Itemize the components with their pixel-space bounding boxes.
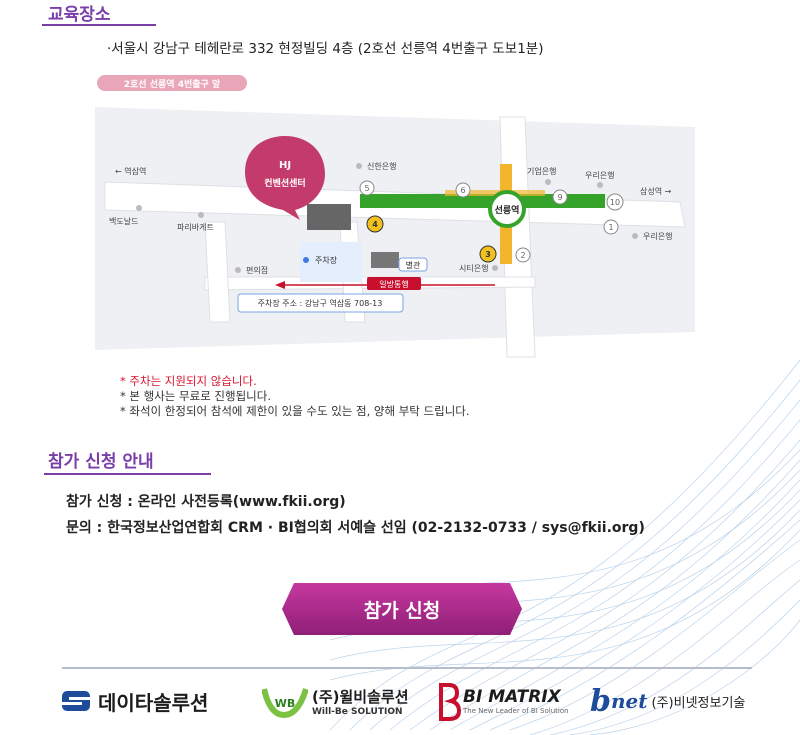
- exit-5: 5: [364, 184, 369, 193]
- willbe-name-en: Will-Be SOLUTION: [312, 706, 403, 717]
- data-solution-mark-icon: [62, 691, 90, 711]
- annex-building: [371, 252, 399, 268]
- apply-title-underline: [44, 473, 211, 475]
- subway-line-2: [360, 194, 605, 208]
- one-way-label: 일방통행: [379, 279, 408, 289]
- willbe-mark-icon: WB: [262, 688, 308, 719]
- label-samseong: 삼성역 →: [640, 186, 672, 196]
- bimatrix-mark-icon: [439, 683, 461, 721]
- exit-3: 3: [485, 250, 491, 259]
- exit-10: 10: [610, 198, 620, 207]
- arrow-left-icon: ←: [115, 167, 124, 176]
- willbe-name-ko: (주)윌비솔루션: [312, 687, 409, 706]
- one-way-arrow: 일방통행: [275, 277, 495, 290]
- arrow-right-icon: →: [662, 187, 672, 196]
- exit-2: 2: [520, 251, 525, 260]
- venue-building: [307, 204, 351, 230]
- station-marker: 선릉역: [488, 190, 526, 228]
- label-convenience: 편의점: [246, 265, 268, 275]
- label-woori-top: 우리은행: [585, 170, 614, 180]
- bnet-word: net: [610, 689, 648, 713]
- apply-button[interactable]: 참가 신청: [282, 583, 522, 635]
- venue-pin-name: 컨벤션센터: [264, 177, 305, 189]
- exit-markers: 5 4 6 9 10 1 2 3: [359, 180, 624, 263]
- venue-address: ·서울시 강남구 테헤란로 332 현정빌딩 4층 (2호선 선릉역 4번출구 …: [107, 41, 544, 57]
- label-paris: 파리바게트: [177, 222, 214, 232]
- venue-pin-logo: HJ: [279, 160, 291, 171]
- venue-pin: HJ 컨벤션센터: [245, 136, 325, 220]
- map-badge-text: 2호선 선릉역 4번출구 앞: [124, 78, 221, 90]
- apply-registration-info: 참가 신청 : 온라인 사전등록(www.fkii.org): [66, 494, 346, 510]
- label-yeoksam: ← 역삼역: [115, 166, 146, 176]
- station-name: 선릉역: [495, 204, 520, 216]
- label-baskin: 백도날드: [109, 216, 138, 226]
- parking-area: [300, 242, 362, 282]
- data-solution-name: 데이타솔루션: [98, 690, 209, 715]
- note-seating: * 좌석이 한정되어 참석에 제한이 있을 수도 있는 점, 양해 부탁 드립니…: [120, 404, 470, 418]
- label-citi: 시티은행: [459, 263, 488, 273]
- parking-address: 주차장 주소 : 강남구 역삼동 708-13: [258, 298, 383, 308]
- parking-label: 주차장: [315, 255, 338, 265]
- education-section-title: 교육장소: [48, 5, 111, 25]
- footer-divider: [62, 667, 752, 669]
- label-ibk: 기업은행: [527, 166, 556, 176]
- apply-contact-info: 문의 : 한국정보산업연합회 CRM · BI협의회 서예슬 선임 (02-21…: [66, 520, 645, 536]
- bnet-company: (주)비넷정보기술: [651, 695, 746, 711]
- logo-data-solution: 데이타솔루션: [62, 676, 208, 726]
- exit-1: 1: [608, 223, 613, 232]
- logo-willbe: WB (주)윌비솔루션 Will-Be SOLUTION: [262, 676, 409, 726]
- label-woori-bottom: 우리은행: [643, 231, 672, 241]
- bimatrix-name: BI MATRIX: [463, 687, 561, 707]
- bimatrix-tagline: The New Leader of BI Solution: [463, 707, 569, 715]
- bnet-mark-icon: b: [590, 683, 611, 719]
- exit-9: 9: [557, 193, 562, 202]
- annex-label: 별관: [406, 260, 421, 270]
- venue-map: 2호선 선릉역 4번출구 앞 선릉역 5 4 6 9 10 1 2 3 HJ 컨…: [95, 75, 695, 358]
- apply-section-title: 참가 신청 안내: [48, 452, 154, 472]
- exit-6: 6: [460, 186, 465, 195]
- note-free: * 본 행사는 무료로 진행됩니다.: [120, 389, 271, 403]
- note-parking: * 주차는 지원되지 않습니다.: [120, 374, 257, 388]
- exit-4: 4: [372, 220, 378, 229]
- logo-bnet: b net (주)비넷정보기술: [590, 676, 745, 726]
- education-title-underline: [42, 24, 156, 26]
- svg-text:WB: WB: [275, 697, 296, 710]
- label-shinhan: 신한은행: [367, 161, 396, 171]
- map-roads: [95, 107, 695, 358]
- decorative-wave-lines: [330, 359, 800, 735]
- logo-bimatrix: BI MATRIX The New Leader of BI Solution: [435, 676, 569, 726]
- map-badge: 2호선 선릉역 4번출구 앞: [97, 75, 247, 91]
